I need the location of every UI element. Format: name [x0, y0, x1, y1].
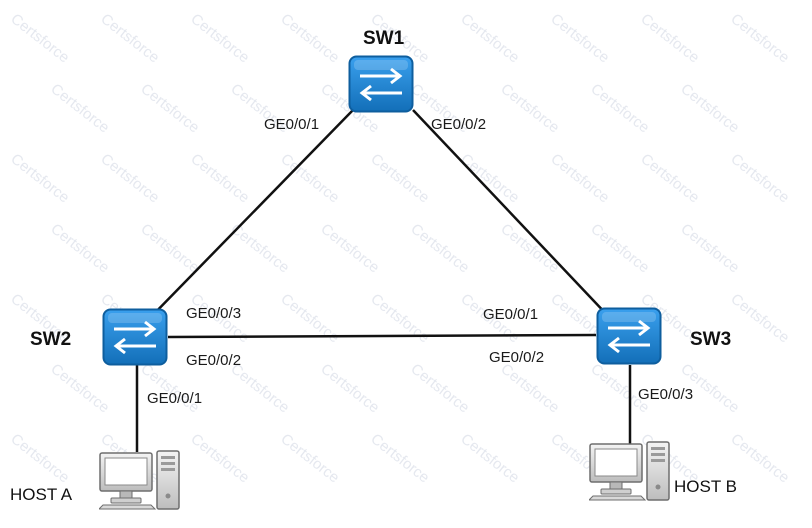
sw1-switch-icon[interactable] — [348, 55, 414, 113]
watermark-text: Certsforce — [497, 360, 562, 416]
watermark-text: Certsforce — [187, 430, 252, 486]
sw1-label: SW1 — [363, 28, 405, 49]
watermark-text: Certsforce — [47, 360, 112, 416]
watermark-text: Certsforce — [317, 360, 382, 416]
link-sw2-sw3 — [167, 333, 597, 339]
watermark-text: Certsforce — [497, 80, 562, 136]
sw2-label: SW2 — [30, 329, 71, 350]
watermark-text: Certsforce — [407, 360, 472, 416]
watermark-text: Certsforce — [7, 10, 72, 66]
watermark-text: Certsforce — [637, 150, 702, 206]
watermark-text: Certsforce — [97, 10, 162, 66]
link-sw1-sw3 — [412, 109, 611, 319]
watermark-text: Certsforce — [727, 290, 792, 346]
watermark-text: Certsforce — [367, 290, 432, 346]
watermark-text: Certsforce — [727, 10, 792, 66]
watermark-text: Certsforce — [277, 430, 342, 486]
sw2-switch-icon[interactable] — [102, 308, 168, 366]
watermark-text: Certsforce — [677, 220, 742, 276]
sw3-label: SW3 — [690, 329, 731, 350]
port-label-sw3-ge002: GE0/0/2 — [489, 349, 544, 366]
watermark-text: Certsforce — [547, 10, 612, 66]
watermark-text: Certsforce — [367, 150, 432, 206]
links — [135, 109, 632, 452]
watermark-text: Certsforce — [187, 10, 252, 66]
watermark-text: Certsforce — [547, 150, 612, 206]
watermark-text: Certsforce — [587, 80, 652, 136]
watermark-text: Certsforce — [727, 150, 792, 206]
watermark-text: Certsforce — [457, 150, 522, 206]
port-label-sw2-ge002: GE0/0/2 — [186, 352, 241, 369]
port-label-sw1-ge001: GE0/0/1 — [264, 116, 319, 133]
watermark-text: Certsforce — [457, 10, 522, 66]
host-b-pc-icon[interactable] — [589, 441, 670, 501]
watermark-text: Certsforce — [47, 220, 112, 276]
watermark-text: Certsforce — [457, 430, 522, 486]
link-sw1-sw2 — [146, 109, 354, 322]
watermark-text: Certsforce — [587, 220, 652, 276]
watermark-text: Certsforce — [367, 430, 432, 486]
sw3-switch-icon[interactable] — [596, 307, 662, 365]
watermark-text: Certsforce — [637, 10, 702, 66]
port-label-sw2-ge001: GE0/0/1 — [147, 390, 202, 407]
watermark-text: Certsforce — [317, 220, 382, 276]
port-label-sw3-ge001: GE0/0/1 — [483, 306, 538, 323]
watermark-text: Certsforce — [277, 290, 342, 346]
host-b-label: HOST B — [674, 477, 737, 496]
host-a-pc-icon[interactable] — [99, 450, 180, 510]
watermark-text: Certsforce — [137, 80, 202, 136]
host-a-label: HOST A — [10, 485, 73, 504]
watermark-text: Certsforce — [497, 220, 562, 276]
port-label-sw3-ge003: GE0/0/3 — [638, 386, 693, 403]
watermark-text: Certsforce — [407, 220, 472, 276]
watermark-text: Certsforce — [97, 150, 162, 206]
watermark-text: Certsforce — [187, 150, 252, 206]
watermark-text: Certsforce — [727, 430, 792, 486]
port-label-sw2-ge003: GE0/0/3 — [186, 305, 241, 322]
port-label-sw1-ge002: GE0/0/2 — [431, 116, 486, 133]
watermark-text: Certsforce — [677, 80, 742, 136]
watermark-text: Certsforce — [277, 10, 342, 66]
watermark-text: Certsforce — [7, 430, 72, 486]
watermark-text: Certsforce — [7, 150, 72, 206]
watermark-text: Certsforce — [137, 220, 202, 276]
watermark-text: Certsforce — [47, 80, 112, 136]
